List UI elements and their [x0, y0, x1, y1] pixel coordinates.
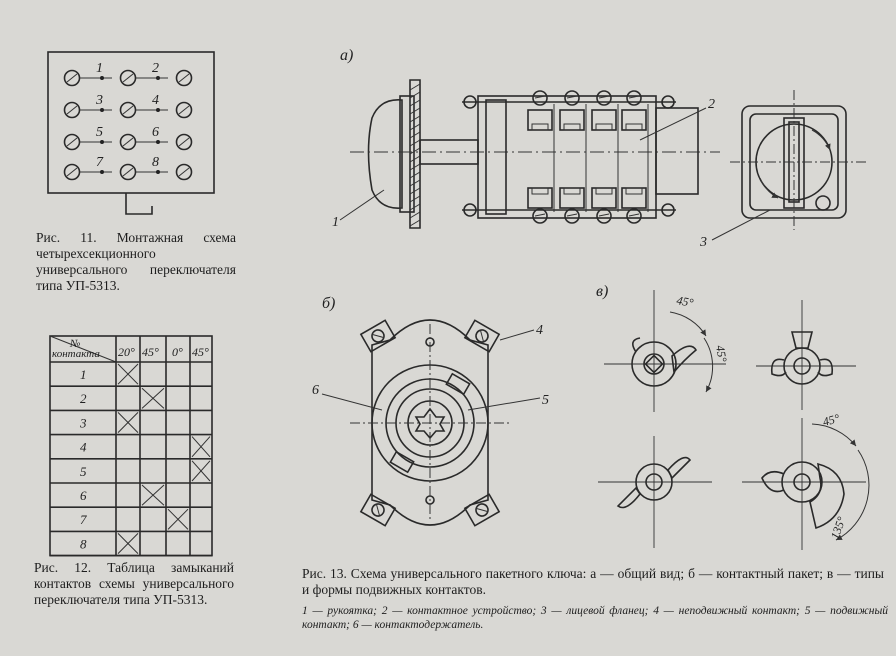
- fig12-contact-mark: [141, 387, 165, 409]
- fig12-header-no: №: [69, 338, 80, 350]
- fig12-row-number: 5: [80, 464, 87, 479]
- terminal: [175, 133, 193, 151]
- fig11-num-8: 8: [152, 155, 159, 170]
- fig11-caption: Рис. 11. Монтажная схема четырехсекционн…: [36, 230, 236, 293]
- fig12-row-number: 1: [80, 367, 87, 382]
- fig13a-callout-1: 1: [332, 215, 339, 230]
- fig13b-callout-5: 5: [542, 393, 549, 408]
- fig12-header-angle-4: 45°: [192, 345, 209, 359]
- terminal: [175, 69, 193, 87]
- fig12-contact-table: № контакта 20° 45° 0° 45° 1 2 3 4 5 6 7 8: [49, 335, 213, 557]
- fig12-contact-mark: [117, 412, 139, 433]
- terminal: [119, 163, 137, 181]
- fig13b-callout-4: 4: [536, 323, 543, 338]
- terminal: [119, 133, 137, 151]
- fig12-contact-mark: [141, 484, 165, 506]
- fig12-row-number: 6: [80, 488, 87, 503]
- fig11-num-6: 6: [152, 125, 159, 140]
- fig11-num-7: 7: [96, 155, 104, 170]
- fig12-header-angle-3: 0°: [172, 345, 183, 359]
- fig12-header-angle-1: 20°: [118, 345, 135, 359]
- fig12-row-number: 4: [80, 440, 87, 455]
- fig11-wiring-diagram: 1 2 3 4 5 6 7 8: [47, 51, 215, 215]
- fig12-row-number: 2: [80, 391, 87, 406]
- fig13-label-b: б): [322, 295, 335, 312]
- fixed-contact: [463, 493, 501, 527]
- fig12-contact-mark: [117, 533, 139, 554]
- fig13-label-c: в): [596, 283, 608, 300]
- fig11-num-3: 3: [95, 93, 103, 108]
- terminal: [63, 101, 81, 119]
- fig13a-general-view: а) 1 2 3: [332, 47, 866, 250]
- fig13-legend: 1 — рукоятка; 2 — контактное устройство;…: [302, 605, 888, 631]
- fig12-row-number: 8: [80, 536, 87, 551]
- fig11-num-5: 5: [96, 125, 103, 140]
- fig13c-angle-1: 45°: [675, 293, 694, 310]
- terminal: [63, 69, 81, 87]
- fig11-number-labels: 1 2 3 4 5 6 7 8: [95, 61, 159, 170]
- fig12-header-angle-2: 45°: [142, 345, 159, 359]
- fig12-row-number: 7: [80, 512, 87, 527]
- fig13c-angle-2: 45°: [713, 344, 730, 363]
- fig13-label-a: а): [340, 47, 353, 64]
- fig13c-angle-3: 45°: [821, 411, 841, 429]
- fig13c-moving-contacts: в) 45° 45° 45°: [596, 283, 870, 550]
- fig12-contact-mark: [167, 508, 189, 530]
- fig12-contact-mark: [117, 363, 139, 385]
- terminal: [63, 133, 81, 151]
- terminal: [175, 101, 193, 119]
- fixed-contact: [463, 319, 501, 353]
- fig11-num-2: 2: [152, 61, 159, 76]
- fixed-contact: [359, 319, 397, 353]
- fig12-row-number: 3: [79, 415, 87, 430]
- fig11-num-1: 1: [96, 61, 103, 76]
- fig12-caption: Рис. 12. Таблица замыканий контактов схе…: [34, 560, 234, 607]
- terminal: [119, 69, 137, 87]
- fig13a-callout-3: 3: [699, 235, 707, 250]
- terminal: [175, 163, 193, 181]
- fixed-contact: [359, 493, 397, 527]
- fig12-header-contact: контакта: [52, 348, 100, 360]
- terminal: [119, 101, 137, 119]
- fig13b-contact-package: б) 4 5 6: [312, 295, 549, 527]
- fig13b-callout-6: 6: [312, 383, 319, 398]
- fig13a-callout-2: 2: [708, 97, 715, 112]
- fig13-caption: Рис. 13. Схема универсального пакетного …: [302, 566, 884, 597]
- fig13c-angle-4: 135°: [828, 515, 849, 541]
- fig11-num-4: 4: [152, 93, 159, 108]
- fig12-contact-mark: [191, 460, 211, 482]
- terminal: [63, 163, 81, 181]
- fig12-contact-mark: [191, 436, 211, 458]
